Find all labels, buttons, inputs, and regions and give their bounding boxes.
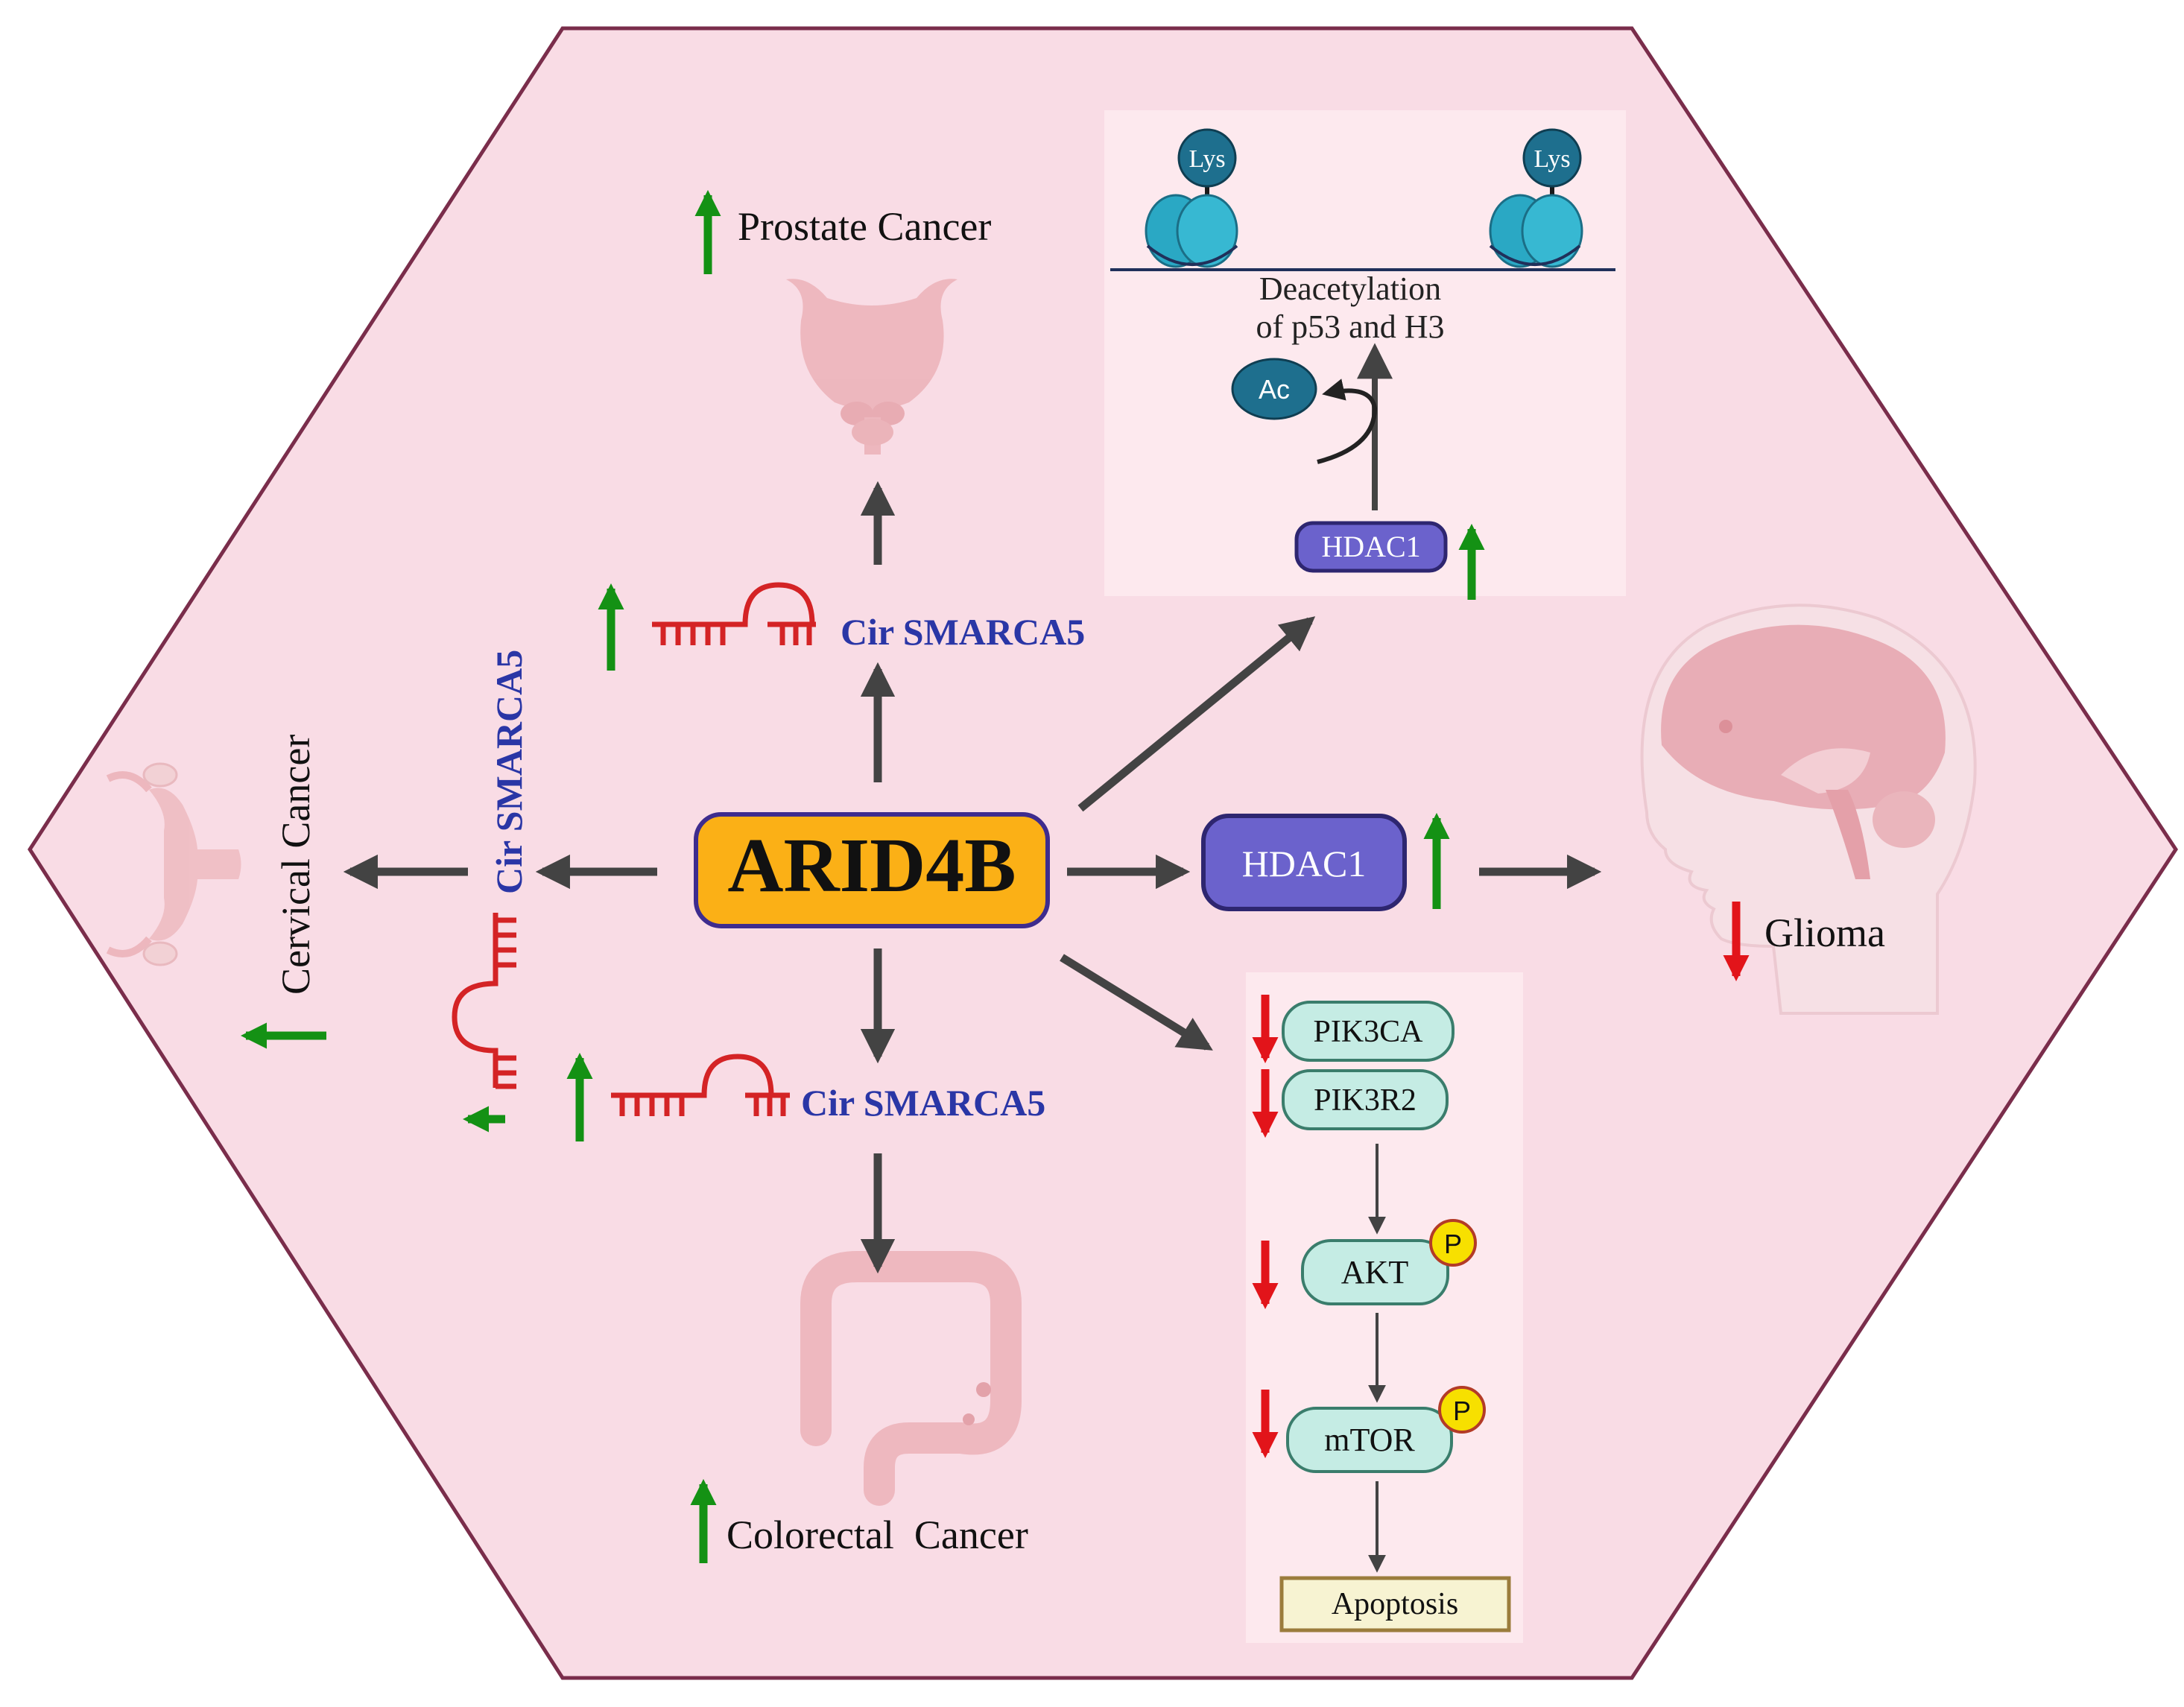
prostate-organ-icon [786,279,958,455]
cir-smarca5-left-label: Cir SMARCA5 [488,650,530,894]
cir-smarca5-top-label: Cir SMARCA5 [841,611,1085,653]
arid4b-node [694,812,1050,928]
cir-smarca5-bottom-label: Cir SMARCA5 [801,1082,1045,1124]
arrow-arid4b-to-pathway [1060,954,1213,1051]
apoptosis-label: Apoptosis [1332,1587,1458,1621]
colon-polyp-icon [963,1413,975,1425]
histone-right-icon [1489,185,1583,268]
uterus-organ-icon [106,762,241,966]
lys-right-node [1522,128,1582,188]
main-arrows [343,481,1602,1274]
ac-label: Ac [1259,374,1290,405]
akt-phospho-badge [1429,1219,1477,1267]
brain-head-icon [1640,604,1977,1015]
apoptosis-box [1279,1576,1511,1632]
pik3ca-node [1282,1001,1455,1062]
up-down-indicators [240,189,1750,1563]
hexagon-background [28,26,2178,1680]
colorectal-cancer-label: Colorectal Cancer [727,1513,1028,1557]
lys-left-label: Lys [1188,145,1225,173]
lys-left-node [1177,128,1237,188]
deacetylation-line2: of p53 and H3 [1256,308,1445,345]
ac-node [1231,358,1317,420]
rna-hairpin-bottom-icon [611,1054,790,1116]
hdac-panel-node [1294,521,1448,573]
lys-right-label: Lys [1533,145,1570,173]
prostate-cancer-label: Prostate Cancer [738,204,991,249]
arrow-arid4b-to-panel [1077,616,1316,812]
hdac-panel-label: HDAC1 [1321,530,1420,563]
ac-release-curve [1317,379,1378,464]
akt-node [1301,1239,1449,1305]
mtor-label: mTOR [1324,1422,1415,1458]
pik3r2-label: PIK3R2 [1314,1083,1417,1118]
pik3ca-label: PIK3CA [1313,1015,1423,1049]
cervical-cancer-label: Cervical Cancer [273,735,318,995]
arid4b-label: ARID4B [727,823,1016,908]
hdac1-label: HDAC1 [1242,843,1367,884]
colon-organ-icon [800,1251,1022,1506]
pik3r2-node [1282,1069,1449,1130]
mtor-phospho-label: P [1453,1396,1471,1426]
colon-polyp-icon [976,1382,991,1397]
deacetylation-line1: Deacetylation [1259,270,1441,307]
hdac1-node [1201,814,1407,911]
histone-left-icon [1145,185,1238,268]
akt-phospho-label: P [1444,1229,1462,1259]
akt-label: AKT [1341,1254,1409,1290]
mtor-phospho-badge [1438,1386,1486,1434]
glioma-label: Glioma [1764,910,1885,955]
rna-hairpin-top-icon [652,582,816,645]
rna-hairpin-left-icon [452,913,516,1089]
mtor-node [1286,1407,1453,1473]
